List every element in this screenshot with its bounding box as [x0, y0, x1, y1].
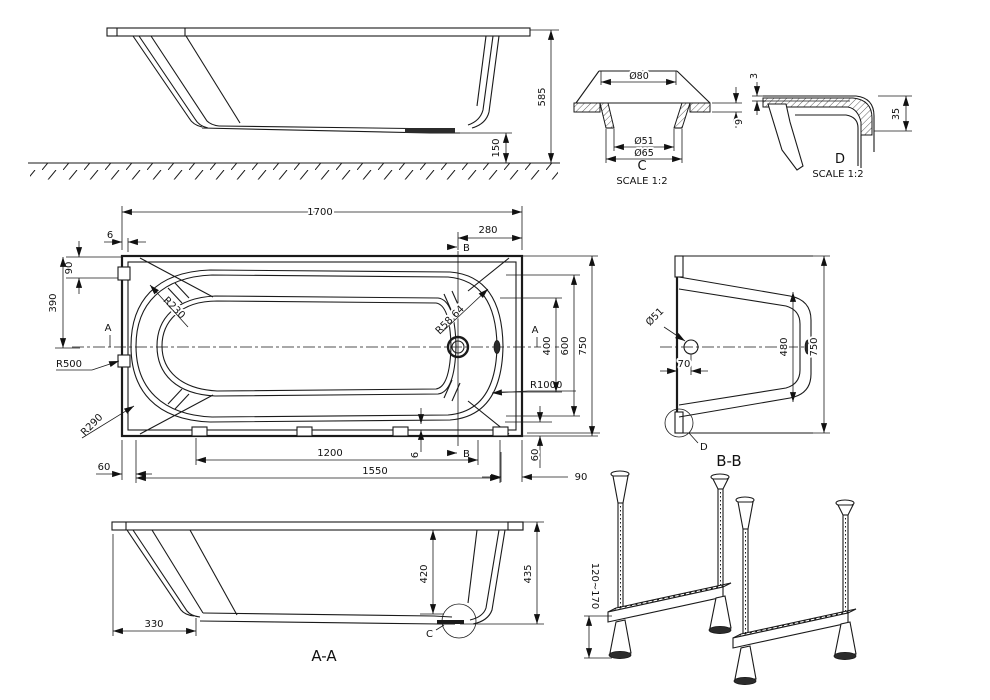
dim-bb-480: 480 — [779, 337, 790, 356]
dim-plan-1550: 1550 — [362, 466, 387, 477]
edge-clip — [117, 266, 131, 281]
drain-funnel-left — [599, 102, 615, 129]
dim-plan-drain-offset: 280 — [478, 225, 497, 236]
drain-hole — [446, 335, 470, 359]
dim-plan-60-right: 60 — [530, 449, 541, 462]
base-clip — [296, 426, 313, 437]
section-marker-a-right: A — [532, 325, 539, 336]
dim-legs-adjust: 120~170 — [589, 563, 600, 610]
dim-aa-330: 330 — [144, 619, 163, 630]
dim-aa-435: 435 — [523, 564, 534, 583]
dim-plan-1200: 1200 — [317, 448, 342, 459]
plan-view: 1700 280 B 6 90 390 A A R230 R500 R290 R… — [46, 205, 600, 485]
rim-band — [106, 27, 531, 37]
dim-plan-400: 400 — [542, 336, 553, 355]
dim-side-height: 585 — [537, 87, 548, 106]
dim-plan-r500: R500 — [56, 359, 82, 370]
bowl-rim-outer — [130, 269, 504, 423]
dim-plan-60-left: 60 — [98, 462, 111, 473]
tub-outer-rect — [120, 254, 524, 438]
detail-d-scale: SCALE 1:2 — [812, 169, 863, 180]
section-marker-b-top: B — [463, 243, 470, 254]
leg-frame-assembly-back — [732, 496, 857, 686]
detail-c-view: Ø80 Ø51 Ø65 9 C SCALE 1:2 — [573, 69, 747, 187]
detail-c-circle — [441, 603, 477, 639]
detail-d-label: D — [835, 152, 845, 167]
dim-plan-r290: R290 — [79, 412, 105, 438]
ground-hatch — [30, 163, 558, 180]
dim-bb-750: 750 — [809, 337, 820, 356]
dim-detaild-drop: 35 — [891, 108, 902, 120]
dim-plan-750: 750 — [578, 336, 589, 355]
overflow-hole — [493, 340, 501, 354]
edge-clip — [117, 354, 131, 368]
drain-funnel-right — [673, 102, 691, 129]
dim-detaild-top: 3 — [749, 73, 760, 79]
detail-c-scale: SCALE 1:2 — [616, 176, 667, 187]
base-clip — [492, 426, 509, 437]
rail-front-face — [607, 586, 724, 623]
section-marker-b-bottom: B — [463, 449, 470, 460]
dim-plan-90-left: 90 — [64, 262, 75, 275]
dim-plan-90-right: 90 — [575, 472, 588, 483]
section-aa-title: A-A — [311, 647, 337, 665]
rim-band-aa — [111, 521, 524, 531]
dim-plan-600: 600 — [560, 336, 571, 355]
base-clip — [191, 426, 208, 437]
dim-detailc-thickness: 9 — [734, 119, 745, 125]
dim-plan-r1000: R1000 — [530, 380, 562, 391]
dim-plan-390: 390 — [48, 293, 59, 312]
section-marker-a-left: A — [105, 323, 112, 334]
dim-detailc-d51: Ø51 — [634, 136, 654, 147]
dim-plan-rim-offset: 6 — [107, 230, 113, 241]
side-elevation-view: 585 150 — [28, 27, 560, 180]
dim-side-floor-gap: 150 — [491, 138, 502, 157]
detail-c-label: C — [637, 159, 646, 174]
dim-bb-70: 70 — [678, 359, 691, 370]
dim-plan-6-bottom: 6 — [410, 452, 421, 458]
apron-panel — [767, 103, 804, 171]
detail-d-circle — [664, 408, 694, 438]
dim-detailc-d65: Ø65 — [634, 148, 654, 159]
dim-bb-drain: Ø51 — [643, 305, 666, 328]
section-bb-view: Ø51 70 480 750 D B-B — [641, 255, 830, 470]
section-bb-title: B-B — [716, 452, 741, 470]
overflow-hole-section — [804, 339, 812, 355]
leg-frame-assembly — [607, 470, 732, 660]
dim-plan-length: 1700 — [307, 207, 332, 218]
detail-d-view: 3 35 D SCALE 1:2 — [747, 71, 912, 180]
base-clip — [392, 426, 409, 437]
bowl-bottom — [156, 295, 457, 397]
detail-c-ref: C — [426, 629, 433, 640]
dim-detailc-d80: Ø80 — [629, 71, 649, 82]
dim-plan-r230: R230 — [161, 295, 187, 321]
detail-d-ref: D — [700, 442, 708, 453]
leg-frames-view: 120~170 — [584, 470, 857, 686]
dim-aa-420: 420 — [419, 564, 430, 583]
drain-boss-shadow — [405, 128, 455, 133]
section-aa-view: C 420 435 330 A-A — [111, 521, 544, 665]
